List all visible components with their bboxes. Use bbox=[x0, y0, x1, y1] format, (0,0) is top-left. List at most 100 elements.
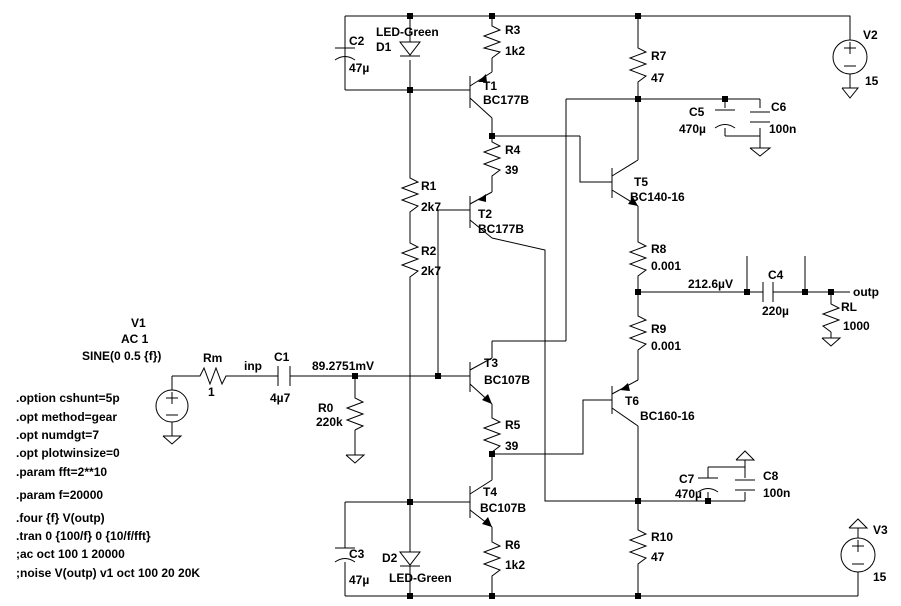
rl-symbol bbox=[821, 300, 841, 333]
t4-symbol bbox=[469, 479, 493, 528]
labels: V1 AC 1 SINE(0 0.5 {f}) Rm 1 inp C1 4µ7 … bbox=[82, 23, 888, 587]
c4-name: C4 bbox=[768, 268, 784, 282]
spice-directives: .option cshunt=5p .opt method=gear .opt … bbox=[16, 391, 200, 580]
t6-name: T6 bbox=[625, 394, 639, 408]
d1-symbol bbox=[398, 37, 422, 57]
r1-name: R1 bbox=[421, 179, 437, 193]
r3-value: 1k2 bbox=[505, 44, 525, 58]
t6-symbol bbox=[611, 379, 639, 427]
ground-icon bbox=[735, 450, 756, 461]
directive-line: .four {f} V(outp) bbox=[16, 511, 105, 525]
d1-name: D1 bbox=[376, 40, 392, 54]
c5-name: C5 bbox=[689, 105, 705, 119]
c6-value: 100n bbox=[769, 122, 796, 136]
c3-name: C3 bbox=[349, 547, 365, 561]
c8-symbol bbox=[735, 479, 755, 491]
c1-value: 4µ7 bbox=[270, 391, 291, 405]
r9-value: 0.001 bbox=[651, 339, 681, 353]
c4-symbol bbox=[758, 282, 778, 302]
ground-icon bbox=[841, 87, 860, 99]
d2-value: LED-Green bbox=[389, 571, 452, 585]
r8-name: R8 bbox=[651, 242, 667, 256]
v2-value: 15 bbox=[865, 74, 879, 88]
c1-symbol bbox=[277, 366, 291, 386]
r10-value: 47 bbox=[651, 550, 665, 564]
t1-name: T1 bbox=[483, 79, 497, 93]
v1-ac: AC 1 bbox=[121, 332, 149, 346]
v-out-label: 212.6µV bbox=[688, 277, 733, 291]
c7-name: C7 bbox=[679, 472, 695, 486]
ground-icon bbox=[821, 337, 842, 347]
wires bbox=[171, 15, 859, 597]
t1-symbol bbox=[469, 71, 493, 119]
c2-value: 47µ bbox=[349, 61, 369, 75]
r9-name: R9 bbox=[651, 322, 667, 336]
v-base-label: 89.2751mV bbox=[312, 359, 374, 373]
c1-name: C1 bbox=[274, 350, 290, 364]
r9-symbol bbox=[628, 310, 648, 358]
c7-symbol bbox=[697, 477, 719, 493]
c5-value: 470µ bbox=[679, 122, 706, 136]
directive-line: .opt method=gear bbox=[16, 410, 117, 424]
rl-name: RL bbox=[841, 300, 857, 314]
t5-name: T5 bbox=[634, 175, 648, 189]
r1-symbol bbox=[400, 173, 420, 220]
v3-value: 15 bbox=[873, 570, 887, 584]
r3-symbol bbox=[482, 22, 502, 59]
directive-line: .opt plotwinsize=0 bbox=[16, 446, 120, 460]
t5-symbol bbox=[611, 159, 639, 207]
rm-symbol bbox=[196, 366, 228, 386]
r2-value: 2k7 bbox=[421, 264, 441, 278]
net-outp: outp bbox=[853, 285, 879, 299]
c2-symbol bbox=[334, 47, 356, 61]
rm-value: 1 bbox=[208, 385, 215, 399]
rm-name: Rm bbox=[203, 351, 222, 365]
capacitors bbox=[277, 47, 778, 563]
c8-value: 100n bbox=[763, 486, 790, 500]
grounds bbox=[162, 87, 869, 529]
v2-name: V2 bbox=[863, 28, 878, 42]
directive-line: .param f=20000 bbox=[16, 488, 103, 502]
t3-name: T3 bbox=[484, 356, 498, 370]
r10-name: R10 bbox=[651, 530, 673, 544]
v2-symbol bbox=[832, 39, 868, 75]
ground-icon bbox=[162, 435, 183, 445]
t6-value: BC160-16 bbox=[640, 409, 695, 423]
directive-line: .tran 0 {100/f} 0 {10/f/fft} bbox=[16, 529, 151, 543]
c3-symbol bbox=[334, 547, 356, 563]
r0-value: 220k bbox=[316, 415, 343, 429]
r4-name: R4 bbox=[505, 143, 521, 157]
r5-value: 39 bbox=[505, 439, 519, 453]
r3-name: R3 bbox=[505, 23, 521, 37]
t2-symbol bbox=[469, 191, 493, 239]
t2-value: BC177B bbox=[478, 222, 524, 236]
c4-value: 220µ bbox=[762, 304, 789, 318]
r1-value: 2k7 bbox=[421, 200, 441, 214]
t4-name: T4 bbox=[483, 485, 497, 499]
t2-name: T2 bbox=[478, 207, 492, 221]
transistors bbox=[469, 71, 639, 528]
ground-icon bbox=[848, 518, 869, 529]
r6-value: 1k2 bbox=[505, 558, 525, 572]
directive-line: .opt numdgt=7 bbox=[16, 428, 99, 442]
net-inp: inp bbox=[244, 359, 262, 373]
sources bbox=[155, 39, 876, 573]
junctions bbox=[352, 13, 834, 599]
r0-symbol bbox=[345, 392, 365, 431]
r2-symbol bbox=[400, 238, 420, 285]
r5-name: R5 bbox=[505, 418, 521, 432]
c8-name: C8 bbox=[763, 469, 779, 483]
r8-value: 0.001 bbox=[651, 259, 681, 273]
directive-line: ;ac oct 100 1 20000 bbox=[16, 547, 125, 561]
c3-value: 47µ bbox=[349, 573, 369, 587]
v3-name: V3 bbox=[873, 523, 888, 537]
v1-name: V1 bbox=[131, 316, 146, 330]
c6-symbol bbox=[750, 111, 770, 123]
r2-name: R2 bbox=[421, 244, 437, 258]
directive-line: ;noise V(outp) v1 oct 100 20 20K bbox=[16, 566, 200, 580]
t4-value: BC107B bbox=[480, 501, 526, 515]
d1-value: LED-Green bbox=[376, 25, 439, 39]
d2-name: D2 bbox=[382, 551, 398, 565]
r8-symbol bbox=[628, 236, 648, 284]
r4-value: 39 bbox=[505, 163, 519, 177]
